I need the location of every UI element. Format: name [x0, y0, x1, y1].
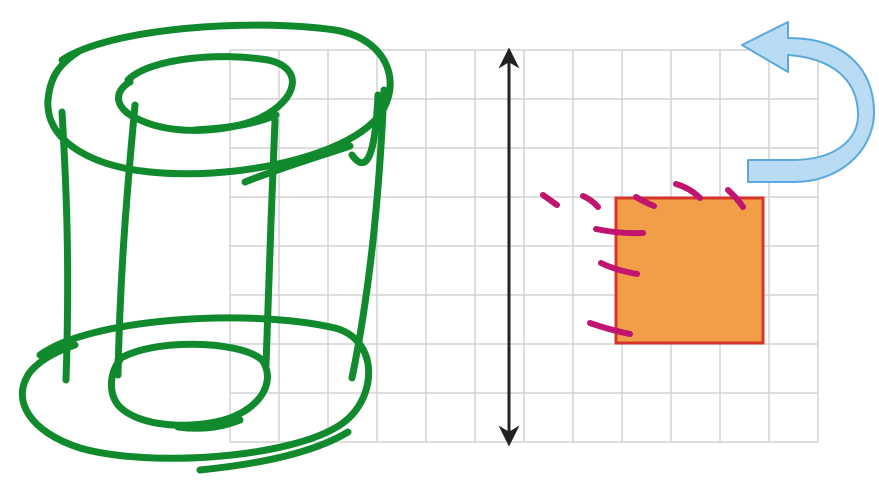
- square-region: [614, 196, 765, 345]
- hatch-mark: [580, 193, 601, 210]
- hatch-marks: [540, 181, 746, 337]
- hand-drawn-solid-icon: [18, 21, 394, 474]
- hatch-mark: [540, 192, 560, 208]
- rotation-arrow-icon: [741, 21, 875, 183]
- graph-paper-grid: [229, 49, 819, 443]
- hatch-mark: [633, 194, 657, 209]
- hatch-mark: [587, 320, 633, 337]
- hatch-mark: [673, 181, 703, 201]
- hatch-mark: [598, 260, 640, 277]
- hatch-mark: [593, 226, 646, 237]
- hatch-mark: [725, 187, 746, 210]
